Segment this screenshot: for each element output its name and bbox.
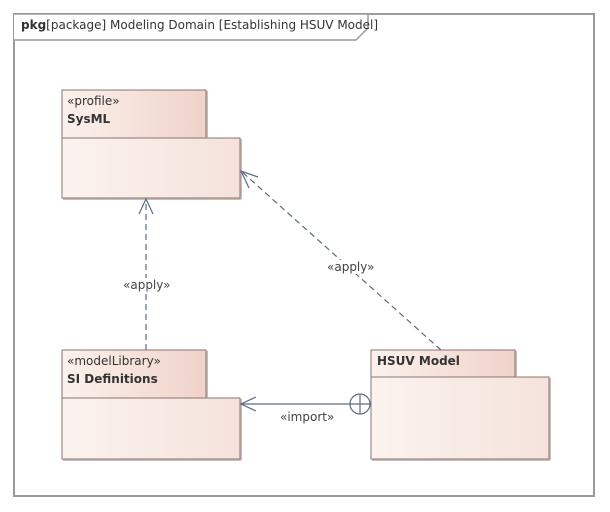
apply-label-hsuv: «apply» — [327, 260, 375, 274]
apply-label-si: «apply» — [123, 278, 171, 292]
package-body — [370, 376, 550, 460]
package-tab — [370, 349, 516, 378]
package-si-definitions[interactable] — [61, 349, 242, 461]
package-hsuv-model[interactable] — [370, 349, 551, 461]
package-body — [61, 137, 241, 199]
package-sysml[interactable] — [61, 89, 242, 200]
frame-title: [package] Modeling Domain [Establishing … — [46, 18, 379, 32]
frame-kind: pkg — [21, 18, 47, 32]
sysml-name: SysML — [67, 112, 111, 126]
open-arrowhead-icon — [239, 169, 259, 189]
open-arrowhead-icon — [138, 197, 154, 215]
package-body — [61, 397, 241, 460]
si-definitions-name: SI Definitions — [67, 372, 158, 386]
frame-label: pkg[package] Modeling Domain [Establishi… — [21, 17, 378, 33]
frame-label-box — [14, 13, 369, 41]
import-label: «import» — [280, 410, 335, 424]
sysml-stereotype: «profile» — [67, 94, 120, 108]
hsuv-model-name: HSUV Model — [377, 354, 460, 368]
import-connector-hsuv-to-si[interactable] — [239, 393, 371, 415]
apply-connector-si-to-sysml[interactable] — [138, 197, 154, 350]
si-definitions-stereotype: «modelLibrary» — [67, 354, 161, 368]
open-arrowhead-icon — [239, 396, 257, 412]
